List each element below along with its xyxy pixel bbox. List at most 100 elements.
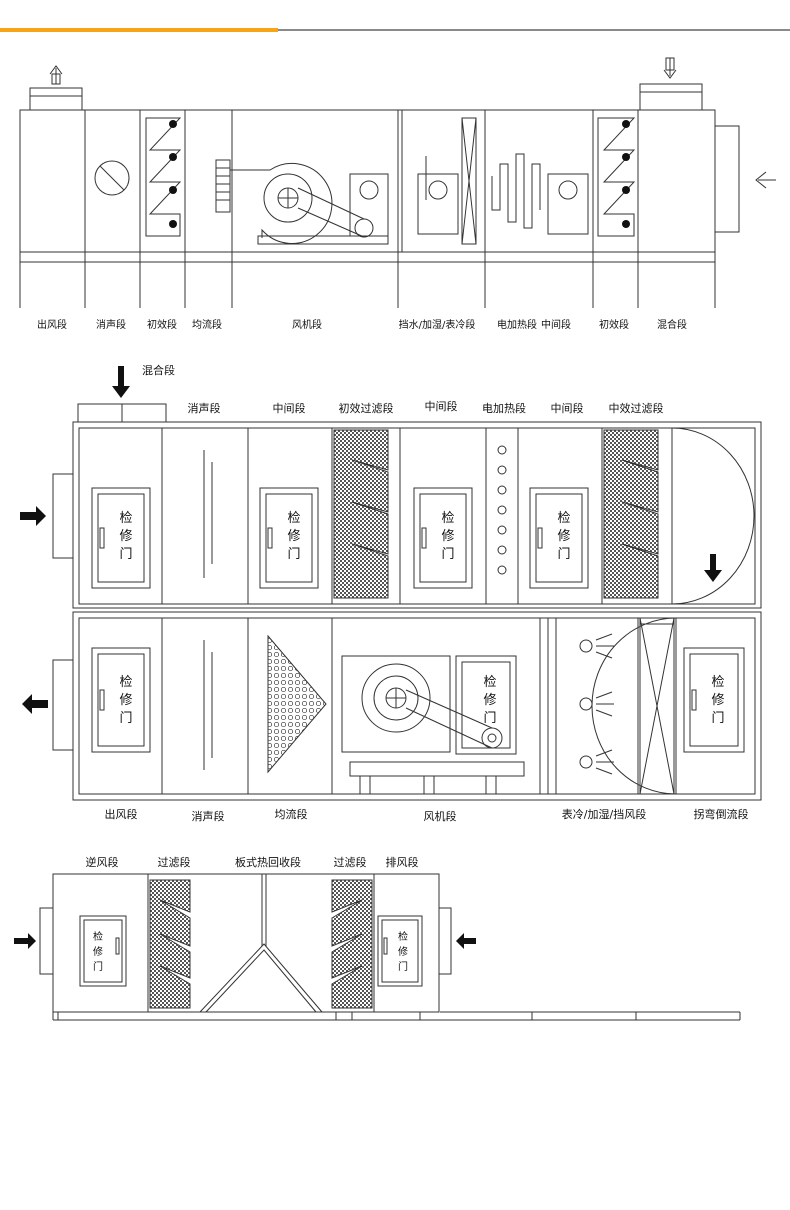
d1-labels: 出风段 消声段 初效段 均流段 风机段 挡水/加湿/表冷段 电加热段 中间段 初… xyxy=(37,318,687,331)
d1-label-outlet: 出风段 xyxy=(37,318,67,331)
d2-door-6[interactable] xyxy=(683,647,745,753)
d2-flow-equalizer xyxy=(267,634,327,774)
d2-label-outlet: 出风段 xyxy=(105,807,138,821)
d3-plate-heat-exchanger xyxy=(199,943,323,1013)
d3-label-exhaust: 排风段 xyxy=(386,855,419,869)
d2-door-3-text-2: 修 xyxy=(441,529,454,544)
d2-door-texts: 检 修 门 检 修 门 检 修 门 检 修 门 检 修 门 检 修 门 检 修 … xyxy=(119,511,724,726)
d2-door-6-text-2: 修 xyxy=(711,693,724,708)
d2-label-middle-3: 中间段 xyxy=(551,401,584,415)
d2-mixing-arrow-icon xyxy=(112,366,130,398)
d3-door-1-text-2: 修 xyxy=(93,945,103,958)
d1-return-damper xyxy=(639,83,703,111)
d1-label-primary: 初效段 xyxy=(147,318,177,331)
d3-filter-right xyxy=(331,879,373,1009)
d2-label-turn: 拐弯倒流段 xyxy=(694,807,749,821)
d2-door-2[interactable] xyxy=(259,487,319,589)
d1-fan-housing xyxy=(230,163,333,244)
d3-door-2-text-1: 检 xyxy=(398,930,408,943)
d2-door-5-text-2: 修 xyxy=(119,693,132,708)
d3-arrows xyxy=(14,933,476,949)
d2-door-2-text-1: 检 xyxy=(287,511,300,526)
d3-label-heat-recovery: 板式热回收段 xyxy=(235,855,301,869)
d3-inlet-flange xyxy=(39,907,54,975)
d1-label-equalizer: 均流段 xyxy=(192,318,222,331)
d3-door-2-text-3: 门 xyxy=(398,960,408,973)
diagram-2-ahu xyxy=(52,403,762,801)
d2-door-3[interactable] xyxy=(413,487,473,589)
d2-label-heater: 电加热段 xyxy=(482,401,526,415)
d2-door-4-text-2: 修 xyxy=(557,529,570,544)
d2-heater-elements xyxy=(497,445,507,575)
d2-door-4[interactable] xyxy=(529,487,589,589)
d2-outlet-arrow-icon xyxy=(22,694,48,714)
d2-label-middle-1: 中间段 xyxy=(273,401,306,415)
d2-inlet-flange xyxy=(52,473,74,559)
d3-label-filter-1: 过滤段 xyxy=(158,855,191,869)
gray-bar xyxy=(278,29,790,31)
d2-primary-filter xyxy=(333,429,389,599)
d2-door-4-text-1: 检 xyxy=(557,511,570,526)
d2-door-1[interactable] xyxy=(91,487,151,589)
d2-door-3-text-3: 门 xyxy=(441,547,454,562)
diagram-1-ahu xyxy=(19,57,776,308)
d2-fan-base xyxy=(349,761,525,777)
d2-motor-door-text-1: 检 xyxy=(483,675,496,690)
d3-casing xyxy=(52,873,440,1013)
d3-door-2[interactable] xyxy=(377,915,423,987)
d1-label-primary-2: 初效段 xyxy=(599,318,629,331)
orange-bar xyxy=(0,28,278,32)
d2-label-medium-filter: 中效过滤段 xyxy=(609,401,664,415)
d1-label-mixing: 混合段 xyxy=(657,318,687,331)
d1-return-arrow-icon xyxy=(663,58,677,79)
d3-door-2-text-2: 修 xyxy=(398,945,408,958)
d1-fan-base xyxy=(257,235,389,245)
d2-door-1-text-2: 修 xyxy=(119,529,132,544)
d3-filter-left xyxy=(149,879,191,1009)
diagram-3-heat-recovery xyxy=(39,873,741,1021)
d2-motor-door xyxy=(455,655,517,755)
d2-labels: 混合段 消声段 中间段 初效过滤段 中间段 电加热段 中间段 中效过滤段 出风段… xyxy=(105,363,749,823)
d2-label-middle-2: 中间段 xyxy=(425,399,458,413)
d3-door-1-text-3: 门 xyxy=(93,960,103,973)
d2-label-equalizer: 均流段 xyxy=(275,807,308,821)
d1-label-silencer: 消声段 xyxy=(96,318,126,331)
d1-label-middle: 中间段 xyxy=(541,318,571,331)
d1-label-heater: 电加热段 xyxy=(497,318,537,331)
d1-primary-filter-2 xyxy=(597,117,636,237)
d3-labels: 逆风段 过滤段 板式热回收段 过滤段 排风段 xyxy=(86,855,419,869)
d3-door-1[interactable] xyxy=(79,915,127,987)
d1-fresh-air-arrow-icon xyxy=(755,171,776,189)
d2-label-mixing: 混合段 xyxy=(142,363,175,377)
d2-label-primary-filter: 初效过滤段 xyxy=(339,401,394,415)
d2-cooling-coil xyxy=(639,617,675,795)
d2-label-silencer-top: 消声段 xyxy=(188,401,221,415)
d2-spray-nozzles xyxy=(579,633,614,775)
d3-exhaust-flange xyxy=(438,907,452,975)
d2-turn-arrow-icon xyxy=(704,554,722,582)
d1-mid-access xyxy=(547,173,589,235)
d2-arrows xyxy=(20,366,722,714)
d2-turn-lower xyxy=(591,617,677,795)
d1-flow-equalizer xyxy=(215,159,231,213)
d2-door-6-text-3: 门 xyxy=(711,711,724,726)
d1-label-fan: 风机段 xyxy=(292,318,322,331)
d1-outlet-damper xyxy=(29,87,83,111)
d2-outlet-flange xyxy=(52,659,74,751)
d2-medium-filter xyxy=(603,429,659,599)
d2-door-5-text-3: 门 xyxy=(119,711,132,726)
d2-door-5-text-1: 检 xyxy=(119,675,132,690)
d2-door-1-text-3: 门 xyxy=(119,547,132,562)
d3-inlet-arrow-icon xyxy=(14,933,36,949)
d2-label-fan: 风机段 xyxy=(424,809,457,823)
d2-door-1-text-1: 检 xyxy=(119,511,132,526)
d2-door-2-text-3: 门 xyxy=(287,547,300,562)
d3-label-inlet: 逆风段 xyxy=(86,855,119,869)
d2-label-silencer-bottom: 消声段 xyxy=(192,809,225,823)
d2-door-3-text-1: 检 xyxy=(441,511,454,526)
d1-silencer-symbol xyxy=(94,160,130,196)
d2-door-5[interactable] xyxy=(91,647,151,753)
d2-fan-frame xyxy=(341,655,451,753)
d2-fan-wheel xyxy=(361,663,431,733)
